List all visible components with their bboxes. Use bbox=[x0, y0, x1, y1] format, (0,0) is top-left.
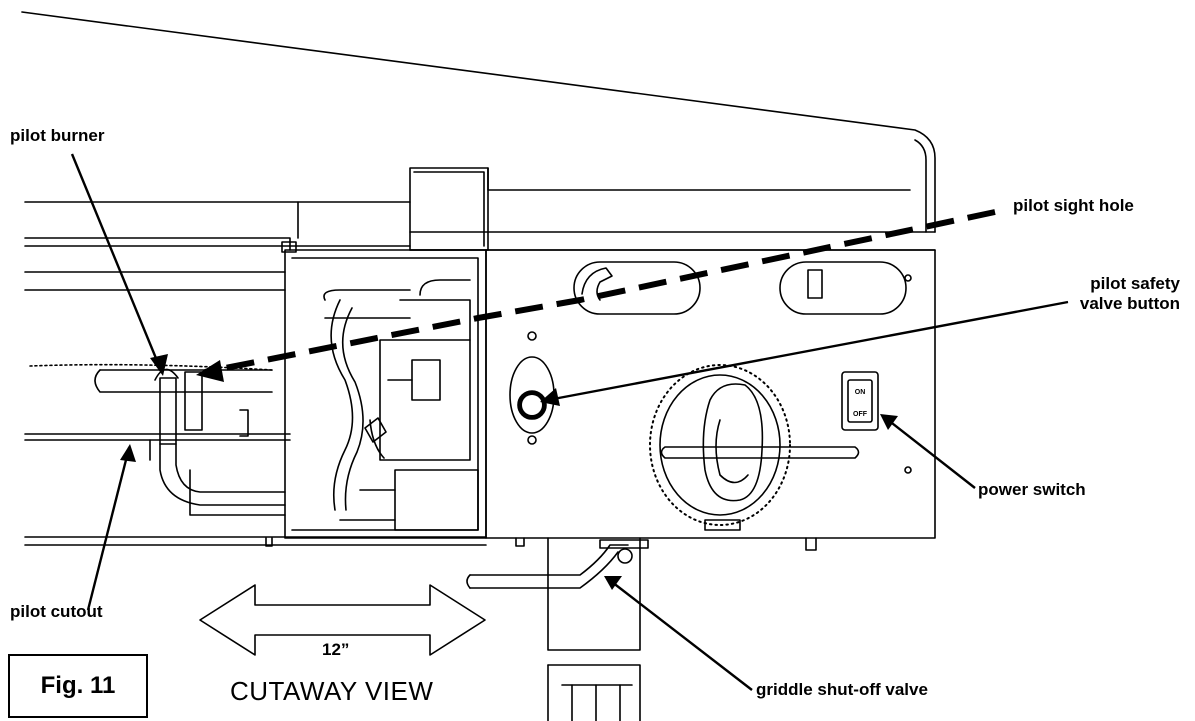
small-bracket bbox=[281, 241, 297, 253]
leader-pilot-cutout bbox=[86, 451, 130, 611]
gas-tube bbox=[330, 299, 354, 511]
gas-supply-pipe bbox=[547, 537, 641, 651]
pilot-assembly bbox=[184, 371, 203, 431]
label-griddle-shutoff: griddle shut-off valve bbox=[756, 680, 928, 699]
dimension-label: 12” bbox=[322, 640, 350, 659]
arrowhead-pilot-safety bbox=[540, 388, 560, 406]
dimension-arrow bbox=[199, 584, 486, 656]
valve-housing bbox=[284, 249, 487, 539]
power-switch-plate bbox=[841, 371, 879, 431]
arrowhead-power-switch bbox=[880, 414, 898, 430]
label-pilot-cutout: pilot cutout bbox=[10, 602, 103, 621]
arrowhead-sight-line bbox=[196, 360, 224, 382]
arrowhead-pilot-burner bbox=[150, 354, 168, 376]
upper-housing bbox=[409, 167, 489, 251]
shelf-top-edge bbox=[487, 167, 911, 191]
figure-label-box: Fig. 11 bbox=[8, 654, 148, 718]
leader-pilot-safety bbox=[547, 300, 1069, 402]
label-pilot-sight-hole: pilot sight hole bbox=[1013, 196, 1134, 215]
pilot-sight-line bbox=[204, 209, 996, 375]
slot-left bbox=[573, 261, 701, 315]
front-rail bbox=[660, 446, 860, 459]
figure-label: Fig. 11 bbox=[40, 672, 116, 699]
switch-off-text: OFF bbox=[853, 411, 868, 418]
label-pilot-safety-line2: valve button bbox=[1079, 294, 1180, 313]
slot-right bbox=[779, 261, 907, 315]
switch-on-text: ON bbox=[855, 389, 866, 396]
arrowhead-pilot-cutout bbox=[120, 444, 136, 462]
label-power-switch: power switch bbox=[978, 480, 1086, 499]
top-cover-edge bbox=[21, 11, 936, 233]
arrowhead-shutoff-valve bbox=[604, 576, 622, 590]
pilot-tube-upper bbox=[94, 369, 273, 393]
leader-shutoff-valve bbox=[611, 581, 753, 691]
leader-pilot-burner bbox=[70, 153, 162, 369]
top-cover-inner-edge bbox=[914, 139, 927, 233]
shutoff-valve-handle bbox=[469, 544, 629, 576]
view-title: CUTAWAY VIEW bbox=[230, 676, 434, 706]
leader-power-switch bbox=[887, 419, 976, 489]
thermostat-dial bbox=[659, 374, 781, 516]
screw-left bbox=[265, 537, 273, 547]
label-pilot-safety-line1: pilot safety bbox=[1090, 274, 1180, 293]
label-pilot-burner: pilot burner bbox=[10, 126, 105, 145]
